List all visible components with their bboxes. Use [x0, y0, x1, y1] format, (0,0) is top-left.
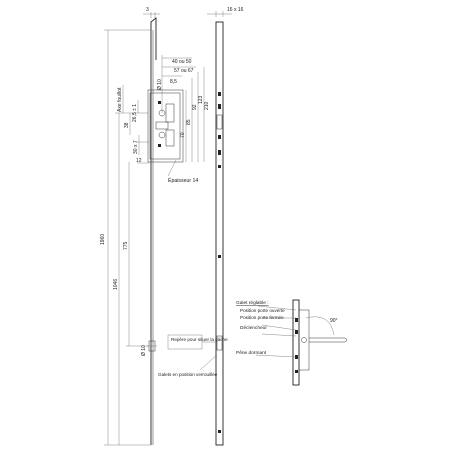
dim-210: 210 — [204, 101, 210, 110]
detail-view: 90° Galet réglable : Position porte ouve… — [236, 299, 348, 386]
dim-height-1960: 1960 — [100, 234, 106, 245]
dim-123: 123 — [198, 95, 204, 104]
roller-front — [216, 335, 223, 351]
lock-bar-front — [215, 21, 224, 446]
dimension-lines: 3 1960 1046 Axe fouillot 775 26,5 ± 1 38… — [100, 7, 210, 446]
closed-position-label: Position porte fermée — [240, 315, 284, 320]
open-position-label: Position porte ouverte — [240, 308, 285, 313]
roller-annotations: Repère pour situer la gâche Galets en po… — [158, 334, 228, 377]
angle-label: 90° — [330, 318, 338, 324]
top-hook — [150, 17, 157, 60]
dim-height-1046: 1046 — [113, 279, 119, 290]
dormant-bolt-label: Pêne dormant — [236, 350, 267, 356]
marker-label: Repère pour situer la gâche — [171, 337, 228, 342]
latch-bolt — [216, 114, 223, 130]
dim-70: 70 — [180, 132, 186, 138]
dim-92: 92 — [192, 104, 198, 110]
dim-backset-alt: 57 ou 67 — [174, 68, 194, 74]
lock-case — [147, 89, 184, 163]
dim-latch: 30 x 7 — [133, 140, 139, 154]
dim-85: 85 — [186, 119, 192, 125]
handle-axis-label: Axe fouillot — [117, 87, 123, 112]
dim-height-775: 775 — [123, 241, 129, 250]
dim-roller-dia: Ø 10 — [141, 345, 147, 356]
thickness-label: Épaisseur 14 — [168, 177, 198, 184]
dim-26-5: 26,5 ± 1 — [132, 104, 138, 122]
dim-small-a: 8,5 — [170, 79, 177, 85]
dim-top-offset: 3 — [146, 7, 149, 13]
rollers-locked-label: Galets en position verrouillée — [158, 372, 218, 377]
trigger-label: Déclencheur — [240, 325, 267, 331]
dim-cylinder-dia: Ø 10 — [157, 79, 163, 90]
angle-arc — [305, 316, 335, 336]
cylinder-hole — [158, 131, 166, 139]
dim-backset: 40 ou 50 — [172, 59, 192, 65]
front-profile: 16 x 16 — [207, 7, 244, 446]
dim-profile: 16 x 16 — [227, 7, 244, 13]
dim-12: 12 — [136, 158, 142, 164]
detail-case — [298, 309, 310, 371]
adjustable-roller-label: Galet réglable : — [236, 300, 269, 306]
dim-38: 38 — [124, 122, 130, 128]
side-profile — [147, 17, 184, 445]
door-handle — [309, 337, 348, 343]
